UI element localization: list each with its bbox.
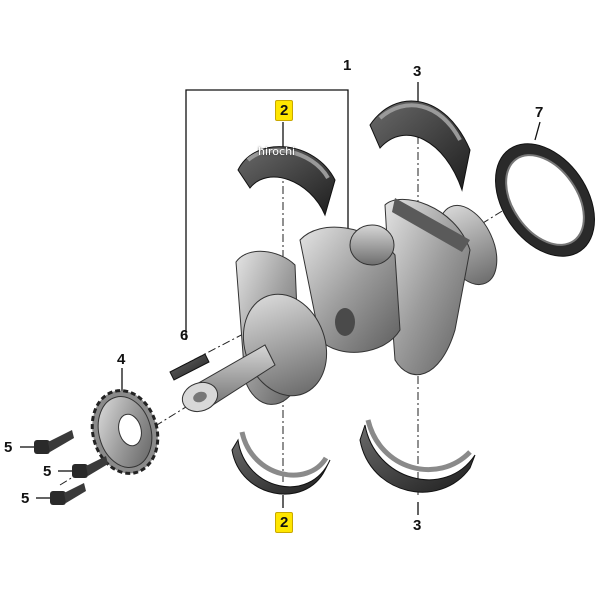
rod-bearing-lower — [231, 431, 331, 495]
main-bearing-lower — [359, 419, 476, 493]
leader-crankshaft — [185, 89, 349, 340]
bolt-bottom — [50, 483, 86, 505]
callout-bearing-lower: 2 — [275, 512, 294, 533]
dowel-pin — [169, 353, 210, 381]
callout-bolt-top: 5 — [4, 439, 13, 456]
callout-crankshaft: 1 — [343, 57, 352, 74]
bolts — [34, 430, 108, 505]
callout-dowel-pin: 6 — [180, 327, 189, 344]
bolt-top — [34, 430, 74, 454]
callout-sprocket: 4 — [117, 351, 126, 368]
bolt-mid — [72, 456, 108, 478]
leader-lines — [20, 82, 541, 515]
callout-main-bearing-lower: 3 — [413, 517, 422, 534]
watermark-text: hirochi — [258, 145, 296, 158]
leader-seal — [534, 121, 541, 141]
callout-bolt-mid: 5 — [43, 463, 52, 480]
crankshaft — [181, 198, 498, 413]
shaft-seal — [495, 143, 595, 257]
sprocket — [90, 389, 160, 475]
rod-bearing-upper — [237, 146, 336, 217]
callout-shaft-seal: 7 — [535, 104, 544, 121]
callout-main-bearing-upper: 3 — [413, 63, 422, 80]
main-bearing-upper — [369, 100, 471, 192]
callout-bearing-upper: 2 — [275, 100, 294, 121]
callout-bolt-bottom: 5 — [21, 490, 30, 507]
